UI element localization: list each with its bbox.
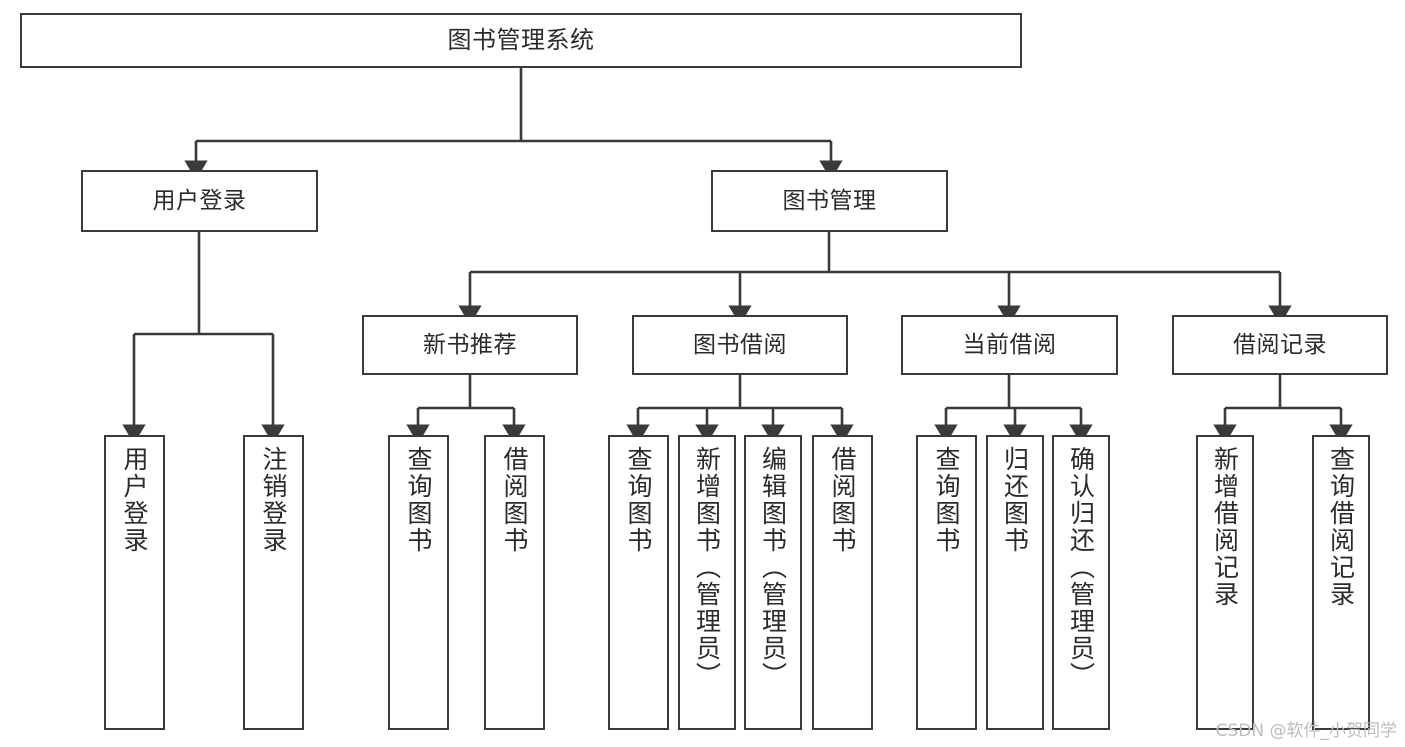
node-label: 图书管理系统 [447,25,595,54]
node-leaf-query-book-current[interactable]: 查询图书 [916,435,977,730]
node-label: 查询图书 [932,446,961,554]
node-label: 用户登录 [120,446,149,554]
node-label: 用户登录 [152,187,247,214]
csdn-watermark: CSDN @软件_小贺同学 [1215,721,1397,741]
node-leaf-user-logout[interactable]: 注销登录 [243,435,304,730]
node-new-book-recommendation[interactable]: 新书推荐 [362,315,578,375]
node-borrow-records[interactable]: 借阅记录 [1172,315,1388,375]
node-label: 借阅图书 [828,446,857,554]
node-label: 编辑图书（管理员） [758,446,788,689]
node-leaf-user-login[interactable]: 用户登录 [104,435,165,730]
node-leaf-query-book-recommend[interactable]: 查询图书 [388,435,449,730]
node-leaf-confirm-return-admin[interactable]: 确认归还（管理员） [1052,435,1110,730]
node-leaf-edit-book-admin[interactable]: 编辑图书（管理员） [744,435,802,730]
node-label: 查询借阅记录 [1326,446,1356,608]
node-label: 图书借阅 [693,331,787,358]
node-leaf-add-book-admin[interactable]: 新增图书（管理员） [678,435,736,730]
node-label: 归还图书 [1000,446,1030,554]
node-label: 当前借阅 [962,331,1057,358]
node-book-borrowing[interactable]: 图书借阅 [632,315,848,375]
node-leaf-return-book[interactable]: 归还图书 [986,435,1044,730]
node-label: 图书管理 [782,187,877,214]
node-leaf-borrow-book-recommend[interactable]: 借阅图书 [484,435,545,730]
node-label: 注销登录 [259,446,288,554]
node-label: 查询图书 [624,446,653,554]
node-leaf-query-borrow-record[interactable]: 查询借阅记录 [1312,435,1370,730]
node-label: 查询图书 [404,446,433,554]
node-book-management[interactable]: 图书管理 [711,170,948,232]
node-current-borrowing[interactable]: 当前借阅 [901,315,1118,375]
node-leaf-query-book-borrow[interactable]: 查询图书 [608,435,669,730]
node-label: 借阅记录 [1233,331,1327,358]
node-label: 新增图书（管理员） [692,446,722,689]
node-label: 借阅图书 [500,446,529,554]
node-label: 确认归还（管理员） [1066,446,1096,689]
node-leaf-borrow-book[interactable]: 借阅图书 [812,435,873,730]
node-label: 新增借阅记录 [1210,446,1240,608]
node-leaf-add-borrow-record[interactable]: 新增借阅记录 [1196,435,1254,730]
node-root-system[interactable]: 图书管理系统 [20,13,1022,68]
node-user-login[interactable]: 用户登录 [81,170,318,232]
node-label: 新书推荐 [423,331,517,358]
